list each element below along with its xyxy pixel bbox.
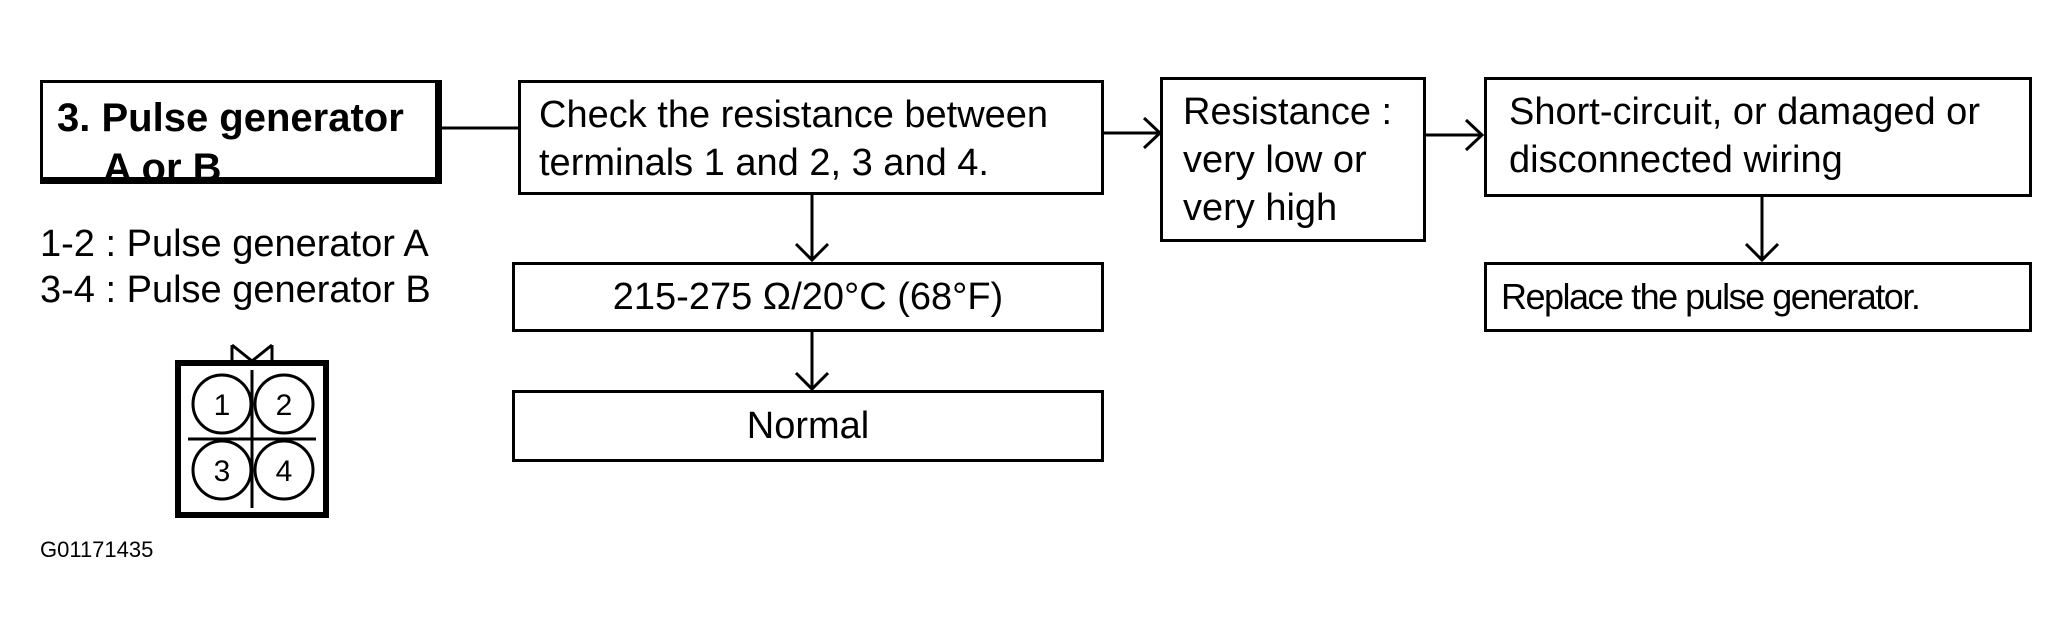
normal-result-label: Normal — [746, 405, 870, 447]
check-line2: terminals 1 and 2, 3 and 4. — [539, 142, 989, 184]
check-resistance-box: Check the resistance between terminals 1… — [518, 80, 1104, 195]
terminal-note-b: 3-4 : Pulse generator B — [40, 269, 431, 311]
check-line1: Check the resistance between — [539, 94, 1049, 136]
terminal-1-pin — [191, 373, 253, 435]
replace-action-box: Replace the pulse generator. — [1484, 262, 2032, 332]
terminal-2-pin — [253, 373, 315, 435]
abnormal-line2: very low or — [1183, 139, 1367, 181]
replace-action-label: Replace the pulse generator. — [1501, 276, 1921, 317]
terminal-note-a: 1-2 : Pulse generator A — [40, 223, 429, 265]
terminal-1-label: 1 — [214, 389, 231, 422]
connector-key-icon — [231, 343, 273, 363]
abnormal-resistance-box: Resistance : very low or very high — [1160, 77, 1426, 242]
terminal-4-pin — [253, 439, 315, 501]
resistance-spec-value: 215-275 Ω/20°C (68°F) — [612, 276, 1004, 318]
arrowhead-down — [794, 242, 830, 263]
abnormal-line3: very high — [1183, 187, 1338, 229]
terminal-3-label: 3 — [214, 455, 231, 488]
step-title-line2: A or B — [103, 146, 222, 190]
arrowhead-down — [794, 371, 830, 392]
normal-result-box: Normal — [512, 390, 1104, 462]
step-title-box: 3. Pulse generator A or B — [40, 80, 442, 190]
fault-cause-box: Short-circuit, or damaged or disconnecte… — [1484, 77, 2032, 197]
cause-line2: disconnected wiring — [1509, 139, 1843, 181]
cause-line1: Short-circuit, or damaged or — [1509, 91, 1980, 133]
figure-id: G01171435 — [40, 537, 154, 562]
terminal-4-label: 4 — [276, 455, 293, 488]
resistance-spec-box: 215-275 Ω/20°C (68°F) — [512, 262, 1104, 332]
connector-diagram: 1 2 3 4 — [175, 343, 329, 518]
terminal-2-label: 2 — [276, 389, 293, 422]
arrowhead-down — [1744, 242, 1780, 263]
abnormal-line1: Resistance : — [1183, 91, 1393, 133]
arrowhead-right — [1464, 118, 1485, 152]
connector-housing — [175, 360, 329, 518]
step-title-line1: 3. Pulse generator — [57, 96, 404, 140]
terminal-3-pin — [191, 439, 253, 501]
